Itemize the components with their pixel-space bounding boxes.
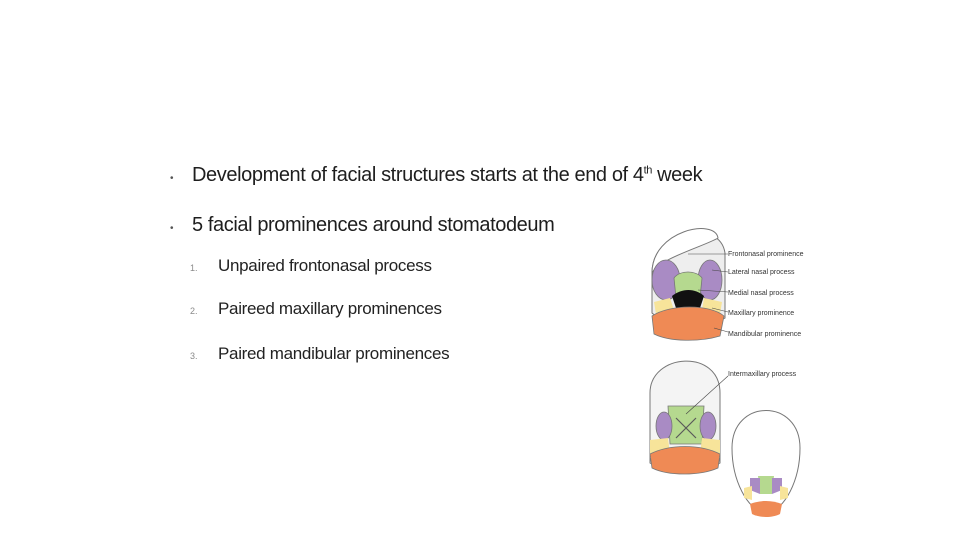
lateral-nasal-right [772, 478, 782, 494]
leader-line [711, 307, 729, 313]
mandibular-region [649, 446, 721, 475]
label-medial-nasal: Medial nasal process [728, 290, 794, 297]
list-number: 1. [190, 263, 198, 273]
mandibular-region [651, 306, 725, 341]
leader-line [685, 375, 729, 415]
numbered-item-2: 2. Paireed maxillary prominences [190, 299, 442, 319]
label-mandibular: Mandibular prominence [728, 331, 801, 338]
leader-line [711, 269, 729, 273]
bullet-marker: • [170, 223, 174, 234]
list-text: Unpaired frontonasal process [218, 256, 432, 275]
bullet-text: Development of facial structures starts … [192, 164, 703, 186]
bullet-text: 5 facial prominences around stomatodeum [192, 214, 555, 236]
leader-line [697, 289, 729, 293]
label-lateral-nasal: Lateral nasal process [728, 269, 795, 276]
embryo-face-top: Frontonasal prominence Lateral nasal pro… [651, 228, 804, 341]
label-intermaxillary: Intermaxillary process [728, 371, 797, 378]
embryo-face-middle: Intermaxillary process [649, 360, 797, 475]
forehead-highlight [651, 228, 719, 274]
bullet-item-1: • Development of facial structures start… [170, 164, 703, 187]
stomodeum [672, 290, 704, 308]
face-outline [731, 410, 801, 515]
facial-prominences-diagram: Frontonasal prominence Lateral nasal pro… [649, 228, 804, 517]
nasal-pits [675, 417, 697, 439]
maxillary-left [744, 486, 752, 500]
lateral-nasal-left [655, 411, 673, 441]
face-adult [731, 410, 801, 517]
list-text: Paireed maxillary prominences [218, 299, 442, 318]
list-number: 2. [190, 306, 198, 316]
bullet-item-2: • 5 facial prominences around stomatodeu… [170, 214, 555, 237]
list-text: Paired mandibular prominences [218, 344, 450, 363]
mandibular-region [750, 501, 782, 517]
intermaxillary-region [667, 405, 705, 445]
label-maxillary: Maxillary prominence [728, 310, 794, 317]
lateral-nasal-right [699, 411, 717, 441]
intermaxillary-region [758, 476, 774, 494]
list-number: 3. [190, 351, 198, 361]
numbered-item-3: 3. Paired mandibular prominences [190, 344, 450, 364]
lateral-nasal-left [750, 478, 760, 494]
label-frontonasal: Frontonasal prominence [728, 251, 804, 258]
bullet-marker: • [170, 173, 174, 184]
leader-line [713, 327, 729, 333]
maxillary-right [780, 486, 788, 500]
superscript: th [643, 164, 653, 177]
numbered-item-1: 1. Unpaired frontonasal process [190, 256, 432, 276]
